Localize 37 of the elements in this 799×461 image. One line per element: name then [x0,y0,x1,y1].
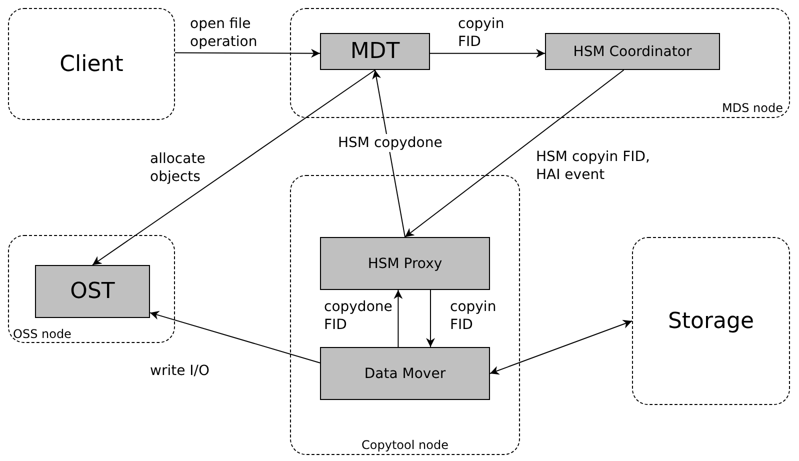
arrow [426,290,435,348]
process-box [320,347,490,400]
node-label: HSM Proxy [368,256,442,272]
arrow [404,70,624,238]
dashed-group-box [8,8,175,120]
arrow [92,70,376,266]
group-label: Copytool node [360,438,450,452]
arrow [430,48,546,58]
node-label: Storage [668,308,754,334]
node-label: Client [60,52,124,76]
edge-label: HSM copyin FID, HAI event [536,148,652,184]
arrow [150,310,320,364]
process-box [320,33,430,70]
dashed-group-box [8,235,175,343]
process-box [545,33,720,70]
node-label: Data Mover [364,366,446,382]
group-label: MDS node [722,101,783,115]
node-label: OST [70,279,115,304]
edge-label: HSM copydone [336,134,444,152]
edge-label: open file operation [190,15,258,51]
node-label: MDT [350,39,400,64]
arrow [372,70,406,238]
node-label: HSM Coordinator [573,44,692,60]
dashed-group-box [632,237,790,405]
group-label: OSS node [13,327,72,341]
arrow [490,320,632,375]
process-box [35,265,150,318]
process-box [320,237,490,290]
edge-label: copyin FID [458,15,506,51]
edge-label: allocate objects [150,150,206,186]
arrow [174,48,320,58]
dashed-group-box [290,175,520,455]
edge-label: copydone FID [324,298,394,334]
arrow [394,290,403,348]
dashed-group-box [290,8,790,118]
edge-label: write I/O [150,362,211,380]
edge-label: copyin FID [450,298,498,334]
